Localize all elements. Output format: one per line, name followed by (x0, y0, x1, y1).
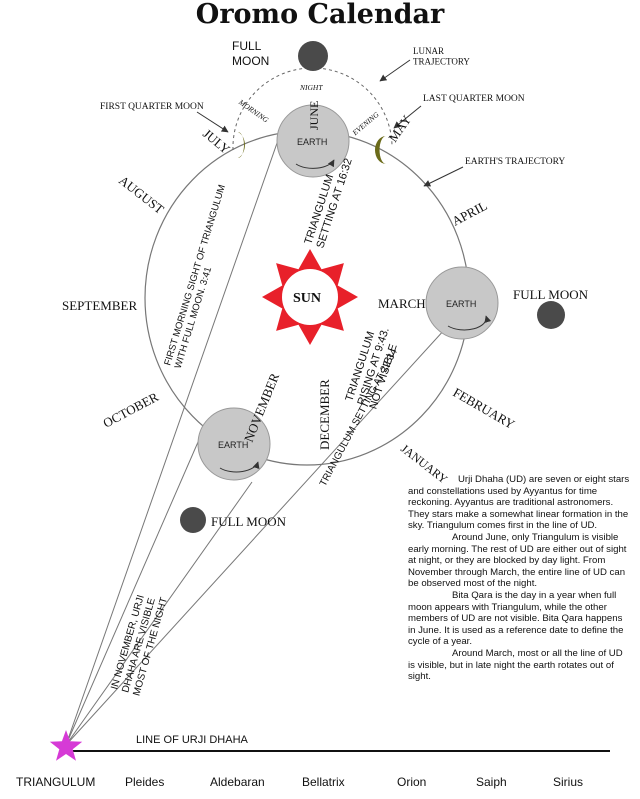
lunar-trajectory (232, 67, 393, 151)
sight-line-march (65, 305, 467, 746)
month-june: JUNE (307, 101, 321, 130)
earth-march-icon (425, 266, 499, 340)
last-quarter-moon-icon (375, 136, 386, 164)
morning-label: MORNING (236, 97, 270, 125)
sight-line-november-right (65, 481, 253, 746)
description-paragraph: Around March, most or all the line of UD… (408, 647, 623, 683)
last-quarter-moon-label: LAST QUARTER MOON (423, 94, 525, 104)
earth-november-icon (197, 407, 271, 481)
month-april: APRIL (449, 198, 489, 229)
full-moon-right-label: FULL MOON (513, 287, 589, 302)
line-of-urji-dhaha-label: LINE OF URJI DHAHA (136, 734, 249, 746)
month-december: DECEMBER (317, 379, 332, 450)
night-label: NIGHT (299, 83, 323, 92)
star-names-row: TRIANGULUM Pleides Aldebaran Bellatrix Orion… (16, 775, 583, 789)
star-name-saiph: Saiph (476, 775, 507, 789)
month-february: FEBRUARY (451, 385, 518, 433)
month-october: OCTOBER (100, 389, 161, 431)
month-march: MARCH (378, 296, 426, 311)
description-text: Urji Dhaha (UD) are seven or eight stars… (408, 474, 630, 683)
lunar-trajectory-text: TRAJECTORY (413, 56, 470, 66)
lunar-trajectory-label: LUNAR TRAJECTORY (413, 46, 470, 66)
earth-march-label: EARTH (446, 299, 476, 309)
november-note-label: IN NOVEMBER, URJI DHAHA ARE VISIBLEMOST … (109, 590, 170, 697)
sight-line-june (65, 125, 284, 746)
earth-june-label: EARTH (297, 137, 327, 147)
earths-trajectory-arrow (423, 166, 464, 187)
description-paragraph: Around June, only Triangulum is visible … (408, 531, 627, 590)
last-quarter-arrow (393, 105, 422, 129)
earth-november-rotation-arrow (219, 461, 260, 473)
description-paragraph: Urji Dhaha (UD) are seven or eight stars… (408, 474, 630, 532)
star-name-pleides: Pleides (125, 775, 164, 789)
earth-march-rotation-arrow (447, 315, 492, 331)
first-quarter-moon-label: FIRST QUARTER MOON (100, 102, 204, 112)
full-moon-top-label: FULL MOON (232, 39, 269, 68)
earth-june-icon (276, 104, 350, 178)
star-name-bellatrix: Bellatrix (302, 775, 345, 789)
sun-label: SUN (293, 291, 321, 306)
lunar-trajectory-text: LUNAR (413, 46, 444, 56)
star-name-triangulum: TRIANGULUM (16, 775, 95, 789)
full-moon-top-line: FULL (232, 39, 262, 53)
earth-november-label: EARTH (218, 440, 248, 450)
earths-trajectory-label: EARTH'S TRAJECTORY (465, 157, 565, 167)
triangulum-star-icon (49, 730, 83, 761)
star-name-aldebaran: Aldebaran (210, 775, 265, 789)
first-quarter-arrow (196, 111, 229, 133)
month-may: MAY (385, 112, 414, 145)
star-name-sirius: Sirius (553, 775, 583, 789)
evening-label: EVENING (350, 110, 381, 138)
description-paragraph: Bita Qara is the day in a year when full… (408, 589, 624, 648)
full-moon-top-icon (298, 41, 328, 71)
full-moon-bottom-icon (180, 507, 206, 533)
full-moon-right-icon (537, 301, 565, 329)
lunar-trajectory-arrow (379, 59, 411, 82)
sight-line-november-left (65, 425, 206, 746)
sun-disc (282, 269, 338, 325)
earth-june-rotation-arrow (295, 159, 335, 169)
first-morning-sight-label: FIRST MORNING SIGHT OF TRIANGULUM WITH F… (162, 181, 239, 370)
month-september: SEPTEMBER (62, 298, 137, 313)
first-morning-sight-text: FIRST MORNING SIGHT OF TRIANGULUM (162, 183, 228, 366)
star-name-orion: Orion (397, 775, 426, 789)
page-title: Oromo Calendar (195, 0, 445, 30)
sight-lines (65, 125, 467, 746)
month-august: AUGUST (116, 173, 167, 217)
full-moon-top-line: MOON (232, 54, 269, 68)
full-moon-bottom-label: FULL MOON (211, 514, 287, 529)
